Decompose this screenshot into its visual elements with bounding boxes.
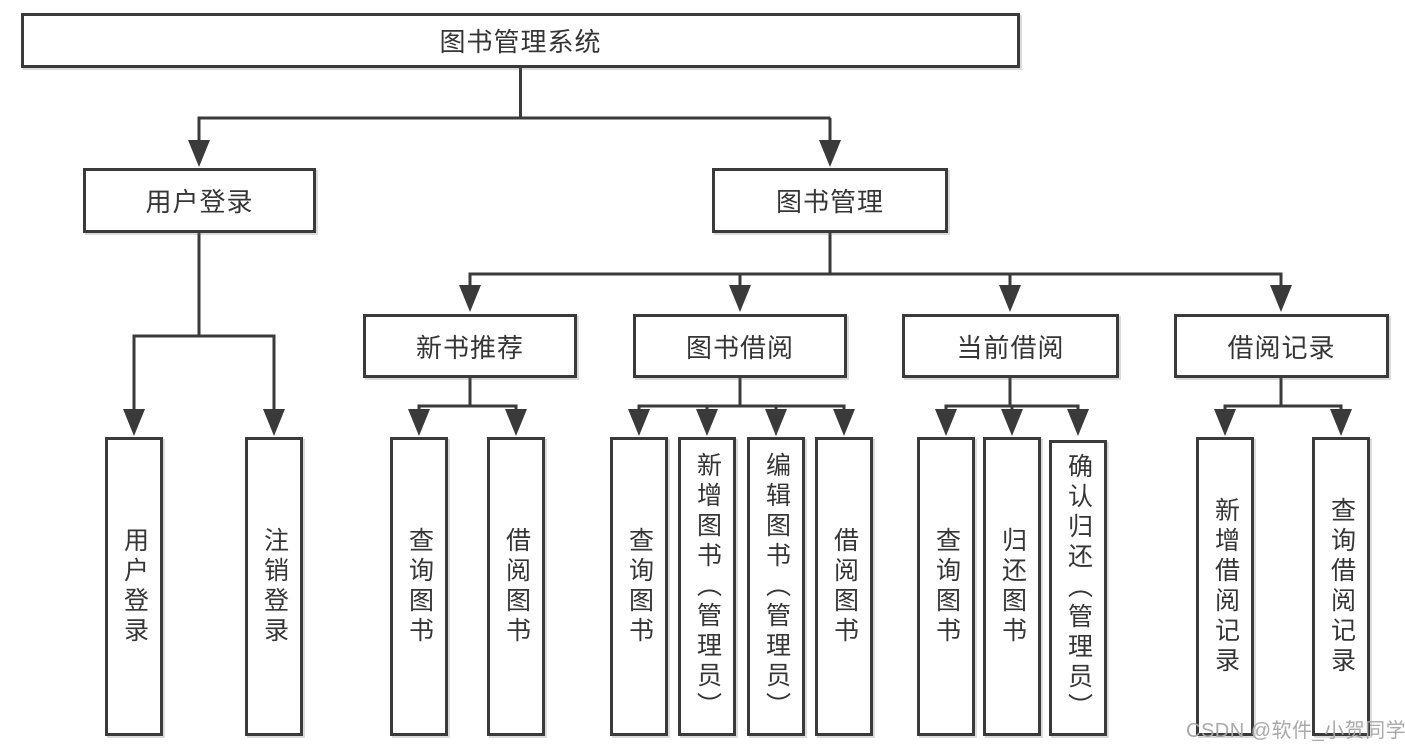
node-book-borrow: 图书借阅 (633, 314, 847, 378)
node-borrow-record: 借阅记录 (1174, 314, 1389, 378)
leaf-user-login: 用户登录 (105, 437, 163, 736)
leaf-return-book: 归还图书 (983, 437, 1041, 736)
arrowheads (123, 140, 1352, 436)
leaf-query-books-current: 查询图书 (917, 437, 975, 736)
leaf-add-borrow-record: 新增借阅记录 (1196, 437, 1254, 736)
node-new-book-rec: 新书推荐 (363, 314, 577, 378)
leaf-query-borrow-record: 查询借阅记录 (1312, 437, 1370, 736)
csdn-watermark: CSDN @软件_小贺同学 (1186, 720, 1405, 742)
node-root: 图书管理系统 (21, 13, 1020, 68)
leaf-logout: 注销登录 (245, 437, 303, 736)
leaf-borrow-books-borrow: 借阅图书 (815, 437, 873, 736)
leaf-add-book-admin: 新增图书（管理员） (678, 437, 736, 736)
leaf-query-books-borrow: 查询图书 (610, 437, 668, 736)
leaf-borrow-books-rec: 借阅图书 (487, 437, 545, 736)
leaf-query-books-rec: 查询图书 (390, 437, 448, 736)
leaf-edit-book-admin: 编辑图书（管理员） (747, 437, 805, 736)
leaf-confirm-return-admin: 确认归还（管理员） (1049, 440, 1107, 736)
node-current-borrow: 当前借阅 (902, 314, 1119, 378)
node-book-mgmt: 图书管理 (712, 168, 948, 233)
node-user-login: 用户登录 (83, 168, 316, 233)
